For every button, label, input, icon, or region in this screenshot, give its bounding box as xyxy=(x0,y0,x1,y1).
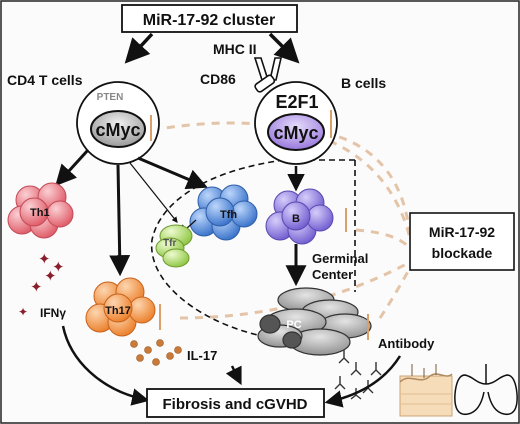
cd4-t-cell: PTEN cMyc xyxy=(76,81,160,165)
svg-text:✦: ✦ xyxy=(52,259,65,276)
germinal-center-corner xyxy=(284,159,356,292)
tfh-tfr-inhibit-line xyxy=(185,219,197,230)
th1-label: Th1 xyxy=(30,207,50,219)
tfr-cell-cluster xyxy=(155,224,193,268)
title: MiR-17-92 cluster xyxy=(143,12,276,29)
cmyc-b-label: cMyc xyxy=(273,123,318,143)
blockade-label-line1: MiR-17-92 xyxy=(429,224,495,240)
ifn-gamma-label: IFNγ xyxy=(40,306,66,320)
outcome-label: Fibrosis and cGVHD xyxy=(162,396,307,413)
ifn-gamma-star: ✦ xyxy=(18,305,28,319)
tfr-label: Tfr xyxy=(163,238,176,249)
arrow-il17-to-outcome xyxy=(225,365,242,386)
arrow-tcell-to-th17 xyxy=(109,164,131,277)
mhc-ii-receptor xyxy=(253,57,283,81)
arrow-ifng-to-outcome xyxy=(61,325,150,406)
germinal-label-line2: Center xyxy=(312,267,353,282)
cd86-label: CD86 xyxy=(200,71,236,87)
arrow-title-to-bcell xyxy=(268,32,300,64)
arrow-antibody-to-outcome xyxy=(324,355,402,408)
th1-cell-cluster xyxy=(7,182,74,239)
il-17-label: IL-17 xyxy=(187,348,217,363)
tfh-cell-cluster xyxy=(189,184,258,241)
b-cell-cluster xyxy=(265,188,334,245)
antibody-glyphs xyxy=(334,350,382,400)
th17-label: Th17 xyxy=(105,305,131,317)
b-cells-label: B cells xyxy=(341,75,386,91)
lung-icon xyxy=(454,364,518,416)
mhc-ii-label: MHC II xyxy=(213,41,257,57)
b-cell: E2F1 cMyc xyxy=(254,81,338,165)
outcome-box: Fibrosis and cGVHD xyxy=(146,388,325,418)
cmyc-t-label: cMyc xyxy=(95,120,140,140)
ifn-gamma-particles: ✦✦✦ ✦ xyxy=(30,251,65,296)
arrow-tcell-to-th1 xyxy=(55,148,90,187)
th17-cell-cluster xyxy=(85,277,156,337)
cd86-receptor xyxy=(254,74,276,93)
pc-label: PC xyxy=(286,319,301,331)
blockade-box: MiR-17-92 blockade xyxy=(409,212,515,271)
blockade-label-line2: blockade xyxy=(432,245,493,261)
tfh-label: Tfh xyxy=(220,209,237,221)
germinal-center-boundary xyxy=(151,159,291,341)
germinal-label-line1: Germinal xyxy=(312,251,368,266)
b-subset-label: B xyxy=(292,213,300,225)
svg-text:✦: ✦ xyxy=(44,268,57,285)
arrow-tcell-to-tfh xyxy=(137,156,208,190)
antibody-label: Antibody xyxy=(378,336,435,351)
svg-text:✦: ✦ xyxy=(38,251,51,268)
title-box: MiR-17-92 cluster xyxy=(121,4,298,33)
e2f1-label: E2F1 xyxy=(275,92,318,112)
arrow-title-to-tcell xyxy=(124,32,154,64)
plasma-cell-cluster xyxy=(257,287,372,356)
arrow-tcell-to-tfr xyxy=(129,162,178,223)
il-17-particles xyxy=(130,339,182,366)
cd4-t-cells-label: CD4 T cells xyxy=(7,72,83,88)
pten-label: PTEN xyxy=(97,92,124,103)
svg-text:✦: ✦ xyxy=(30,279,43,296)
skin-icon xyxy=(399,364,453,417)
